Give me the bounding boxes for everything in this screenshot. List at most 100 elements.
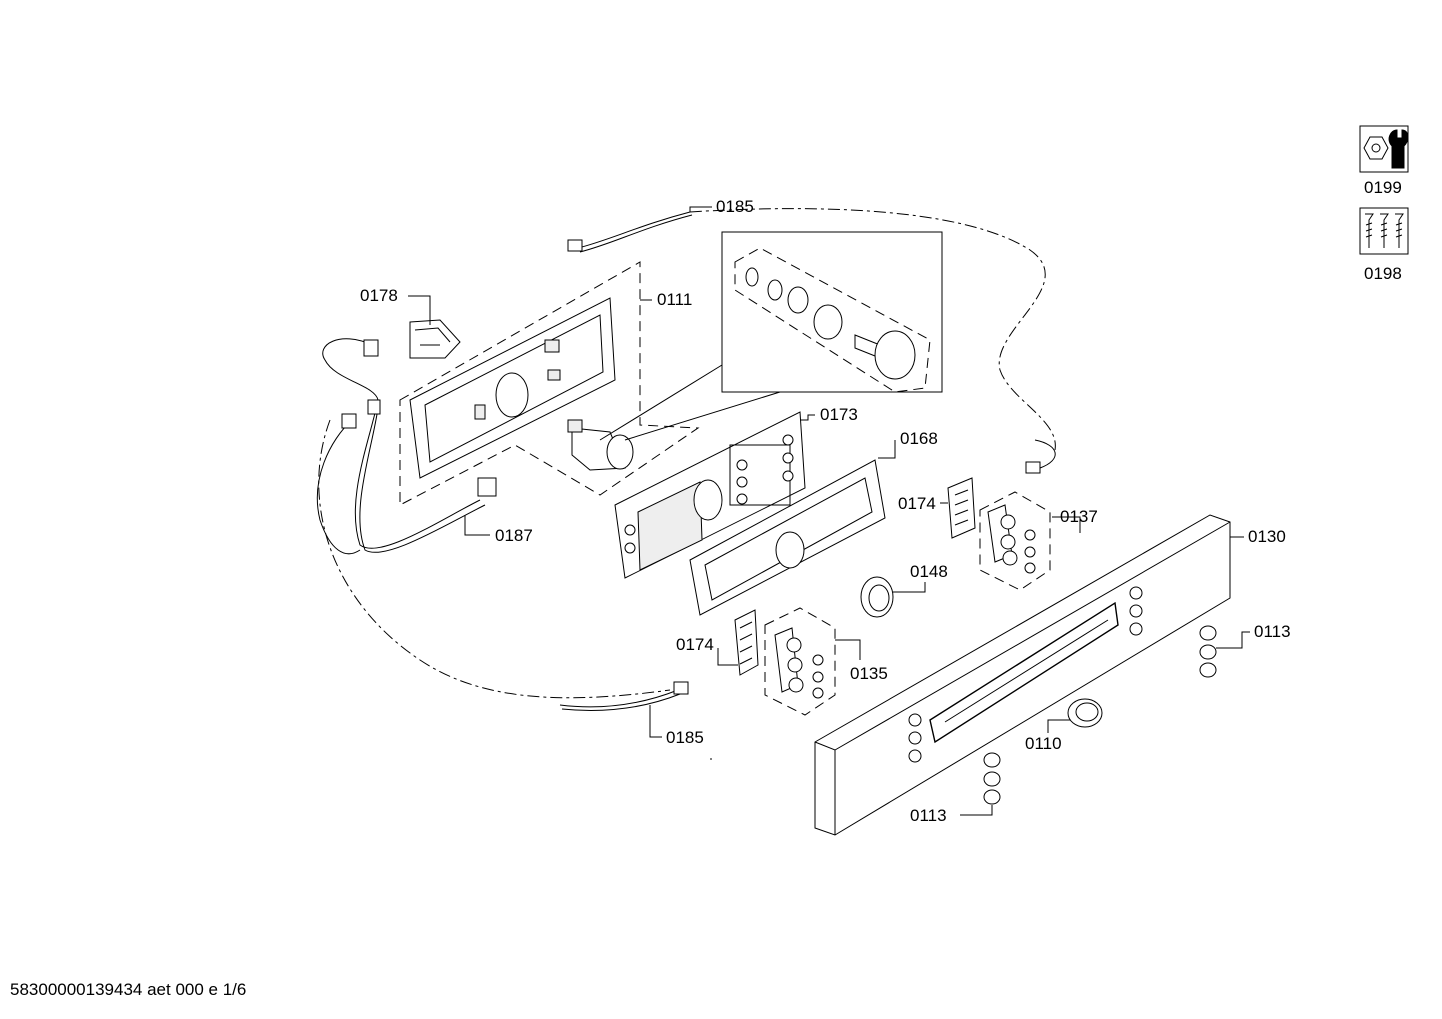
label-0178: 0178	[360, 286, 398, 305]
label-0148: 0148	[910, 562, 948, 581]
frame-0168-knob-hole	[775, 531, 805, 569]
harness-connector-3	[341, 413, 357, 429]
label-0168: 0168	[900, 429, 938, 448]
label-0111: 0111	[657, 290, 692, 309]
connector-0185-bottom	[673, 681, 689, 695]
group-box-0135	[764, 607, 836, 716]
display-button-2	[736, 476, 748, 488]
display-button-3	[736, 493, 748, 505]
group-box-0137	[979, 491, 1051, 591]
pcb-0174-right	[947, 477, 976, 539]
leader-lines	[408, 206, 1250, 816]
display-button-6	[782, 470, 794, 482]
frame-0168-inner	[704, 477, 873, 601]
fascia-hole-right-3	[1129, 622, 1143, 636]
label-0135: 0135	[850, 664, 888, 683]
detail-ring-3	[787, 286, 809, 314]
button-0113-bottom-2	[983, 771, 1001, 787]
cable-0185-top	[577, 211, 693, 253]
display-button-1	[736, 459, 748, 471]
screws-icon	[1359, 207, 1409, 255]
label-0174-left: 0174	[676, 635, 714, 654]
cap-0135-1	[812, 654, 824, 666]
bracket-0178-detail	[414, 327, 451, 346]
harness-connector-1	[363, 339, 379, 357]
push-button-0135-1	[786, 637, 802, 653]
button-0113-bottom-1	[983, 752, 1001, 768]
fascia-hole-right-2	[1129, 604, 1143, 618]
group-box-0111	[399, 261, 700, 506]
pcb-0174-right-traces	[954, 489, 969, 526]
front-fascia-display-window	[929, 601, 1119, 744]
label-0185-top: 0185	[716, 197, 754, 216]
label-0185-bottom: 0185	[666, 728, 704, 747]
label-0173: 0173	[820, 405, 858, 424]
display-button-4	[782, 434, 794, 446]
ring-0148-inner	[868, 584, 890, 612]
button-0113-bottom-3	[983, 789, 1001, 805]
label-0110: 0110	[1025, 734, 1062, 753]
control-module-block-2	[547, 369, 561, 381]
nut-wrench-icon	[1359, 125, 1409, 173]
button-0113-right-3	[1199, 662, 1217, 678]
cap-0137-2	[1024, 546, 1036, 558]
control-module-knob-seat	[495, 372, 529, 418]
knob-ring-0110	[1067, 698, 1103, 728]
fascia-hole-right-1	[1129, 586, 1143, 600]
control-module-inner	[424, 314, 604, 463]
label-0137: 0137	[1060, 507, 1098, 526]
pcb-0174-left	[734, 609, 759, 676]
harness-connector-4	[477, 477, 497, 497]
display-button-5	[782, 452, 794, 464]
label-0198: 0198	[1364, 264, 1402, 283]
push-button-0137-1	[1000, 514, 1016, 530]
cap-0135-2	[812, 671, 824, 683]
harness-0187-wire-c	[359, 407, 486, 553]
detail-knob	[874, 330, 916, 380]
display-board-knob	[693, 479, 723, 521]
cap-0137-1	[1024, 529, 1036, 541]
connector-0185-top	[567, 239, 583, 252]
detail-inset-leader-1	[599, 364, 723, 441]
bracket-0178	[409, 319, 461, 359]
label-0130: 0130	[1248, 527, 1286, 546]
cable-0185-bottom	[559, 689, 681, 711]
front-fascia-window-inner	[944, 619, 1109, 723]
fascia-hole-left-2	[908, 731, 922, 745]
fascia-hole-left-3	[908, 749, 922, 763]
connector-0185-right	[1025, 461, 1041, 474]
label-0187: 0187	[495, 526, 533, 545]
detail-bushing	[813, 304, 843, 340]
push-button-0135-2	[787, 657, 803, 673]
label-0113-bottom: 0113	[910, 806, 947, 825]
push-button-0135-3	[788, 677, 804, 693]
cap-0135-3	[812, 687, 824, 699]
detail-inset-leader-2	[624, 391, 781, 441]
harness-0187-wire-a	[322, 338, 481, 549]
push-button-0137-3	[1002, 550, 1018, 566]
display-button-7	[624, 524, 636, 536]
button-0113-right-2	[1199, 644, 1217, 660]
encoder-motor-terminal	[567, 419, 583, 433]
connector-right-cable	[1034, 439, 1056, 469]
label-0113-right: 0113	[1254, 622, 1291, 641]
label-0174-right: 0174	[898, 494, 936, 513]
control-module-block-1	[544, 339, 560, 353]
detail-ring-1	[745, 267, 759, 287]
harness-connector-2	[367, 399, 381, 415]
display-button-8	[624, 542, 636, 554]
button-0113-right-1	[1199, 625, 1217, 641]
detail-ring-2	[767, 279, 783, 301]
detail-inset-box	[721, 231, 943, 393]
pcb-0174-left-traces	[739, 621, 753, 665]
display-screen	[637, 481, 703, 571]
knob-ring-0110-inner	[1075, 702, 1099, 722]
cap-0137-3	[1024, 562, 1036, 574]
harness-0187-wire-b	[316, 419, 361, 555]
fascia-hole-left-1	[908, 713, 922, 727]
encoder-motor-end	[606, 434, 634, 470]
label-0199: 0199	[1364, 178, 1402, 197]
control-module-block-3	[474, 404, 486, 420]
document-code: 58300000139434 aet 000 e 1/6	[10, 980, 247, 999]
